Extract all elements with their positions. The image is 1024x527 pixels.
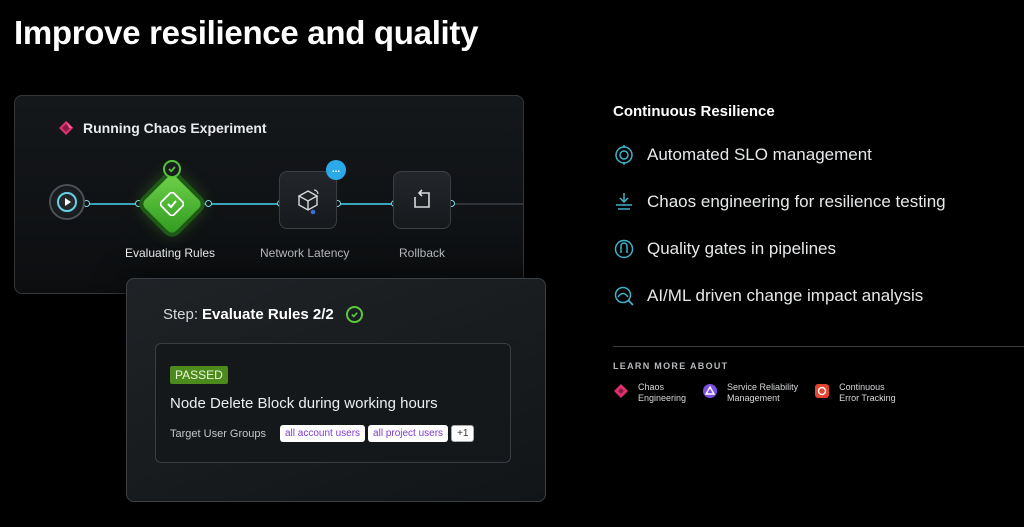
connector-dot <box>205 200 212 207</box>
step-name: Evaluate Rules 2/2 <box>202 306 334 323</box>
node-label-rollback: Rollback <box>399 246 446 260</box>
node-label-evaluating-rules: Evaluating Rules <box>125 246 216 260</box>
link-label: Management <box>727 393 780 403</box>
ai-analysis-icon <box>614 286 634 306</box>
feature-item: AI/ML driven change impact analysis <box>613 284 946 331</box>
group-chip[interactable]: all account users <box>279 425 366 442</box>
flow-connector <box>451 203 523 205</box>
flow-connector <box>85 203 145 205</box>
step-card: Step: Evaluate Rules 2/2 PASSED Node Del… <box>126 278 546 502</box>
rules-check-icon <box>159 191 185 217</box>
feature-item: Automated SLO management <box>613 143 946 190</box>
feature-text: Chaos engineering for resilience testing <box>647 192 946 211</box>
link-label: Service Reliability <box>727 382 799 392</box>
play-icon <box>57 192 77 212</box>
feature-item: Chaos engineering for resilience testing <box>613 190 946 237</box>
link-label: Error Tracking <box>839 393 896 403</box>
rule-result-box: PASSED Node Delete Block during working … <box>155 343 511 463</box>
section-title: Continuous Resilience <box>613 103 775 120</box>
chaos-test-icon <box>616 193 632 210</box>
rule-name: Node Delete Block during working hours <box>170 395 438 412</box>
network-latency-node[interactable] <box>279 171 337 229</box>
connector-dot <box>135 200 142 207</box>
slo-icon <box>615 145 633 165</box>
more-info-badge[interactable]: ... <box>326 160 346 180</box>
start-node[interactable] <box>49 184 85 220</box>
feature-list: Automated SLO management Chaos engineeri… <box>613 143 946 331</box>
pipeline-card: Running Chaos Experiment ... <box>14 95 524 294</box>
more-groups-chip[interactable]: +1 <box>451 425 475 442</box>
link-error-tracking[interactable]: Continuous Error Tracking <box>814 382 896 404</box>
feature-item: Quality gates in pipelines <box>613 237 946 284</box>
chaos-logo-icon <box>59 121 73 135</box>
learn-more-heading: LEARN MORE ABOUT <box>613 361 729 371</box>
srm-icon <box>703 384 718 398</box>
flow-connector <box>202 203 280 205</box>
error-tracking-icon <box>815 384 830 398</box>
groups-label: Target User Groups <box>170 427 266 440</box>
pipeline-title: Running Chaos Experiment <box>83 120 267 136</box>
link-label: Engineering <box>638 393 687 403</box>
quality-gate-icon <box>614 239 634 259</box>
status-badge: PASSED <box>170 366 228 384</box>
feature-text: AI/ML driven change impact analysis <box>647 286 924 305</box>
page-title: Improve resilience and quality <box>14 14 479 51</box>
step-title: Step: Evaluate Rules 2/2 <box>163 306 363 323</box>
group-chip[interactable]: all project users <box>368 425 449 442</box>
target-groups-row: Target User Groups all account users all… <box>170 425 477 442</box>
success-check-icon <box>163 160 181 178</box>
feature-text: Automated SLO management <box>647 145 872 164</box>
flow-connector <box>337 203 393 205</box>
rollback-node[interactable] <box>393 171 451 229</box>
learn-more-links: Chaos Engineering Service Reliability Ma… <box>613 382 912 404</box>
rollback-icon <box>414 189 430 208</box>
step-success-icon <box>345 306 363 323</box>
link-chaos-engineering[interactable]: Chaos Engineering <box>613 382 686 404</box>
link-label: Continuous <box>839 382 885 392</box>
node-label-network-latency: Network Latency <box>260 246 350 260</box>
feature-text: Quality gates in pipelines <box>647 239 837 258</box>
link-service-reliability[interactable]: Service Reliability Management <box>702 382 798 404</box>
pipeline-header: Running Chaos Experiment <box>57 119 267 137</box>
chaos-engineering-icon <box>614 384 628 398</box>
evaluating-rules-node[interactable] <box>140 172 204 236</box>
divider <box>613 346 1024 347</box>
step-prefix: Step: <box>163 306 199 323</box>
network-box-icon <box>297 189 319 215</box>
link-label: Chaos <box>638 382 665 392</box>
